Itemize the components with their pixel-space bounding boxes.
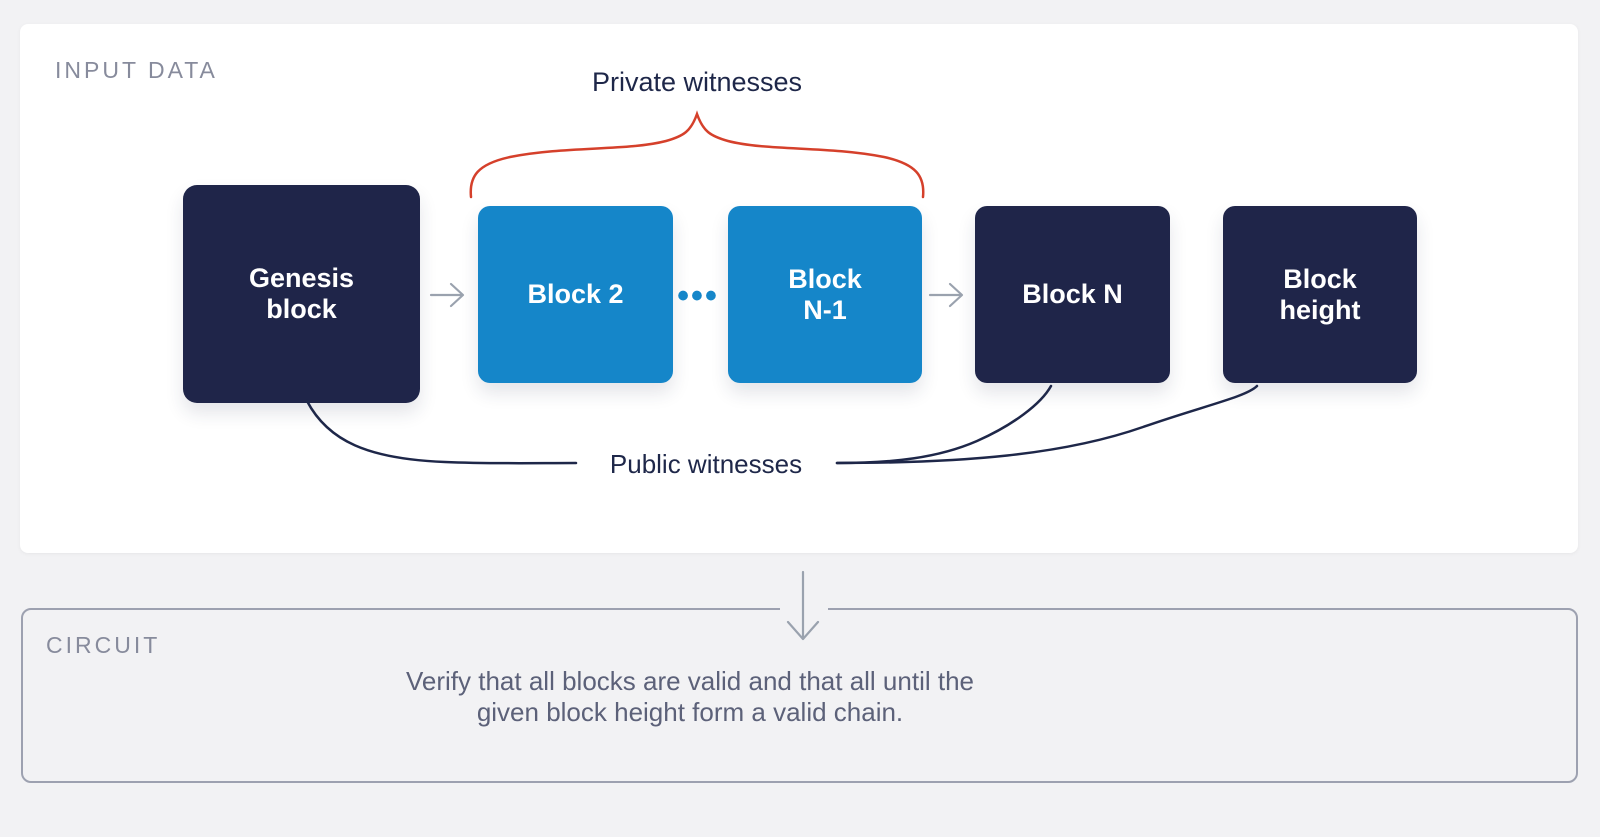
- genesis-block: Genesis block: [183, 185, 420, 403]
- block-height-label: Block height: [1279, 263, 1361, 325]
- genesis-block-label: Genesis block: [248, 263, 355, 324]
- circuit-label: CIRCUIT: [46, 632, 161, 658]
- block-2: Block 2: [478, 206, 673, 383]
- ellipsis-icon: •••: [677, 277, 719, 315]
- circuit-description: Verify that all blocks are valid and tha…: [406, 666, 974, 727]
- input-data-label: INPUT DATA: [55, 57, 218, 83]
- block-n-label: Block N: [1022, 279, 1123, 309]
- block-n: Block N: [975, 206, 1170, 383]
- block-n-1-label: Block N-1: [788, 263, 862, 325]
- public-witnesses-label: Public witnesses: [609, 449, 803, 479]
- private-witnesses-label: Private witnesses: [591, 67, 803, 97]
- block-2-label: Block 2: [527, 279, 624, 309]
- block-n-1: Block N-1: [728, 206, 922, 383]
- block-height: Block height: [1223, 206, 1417, 383]
